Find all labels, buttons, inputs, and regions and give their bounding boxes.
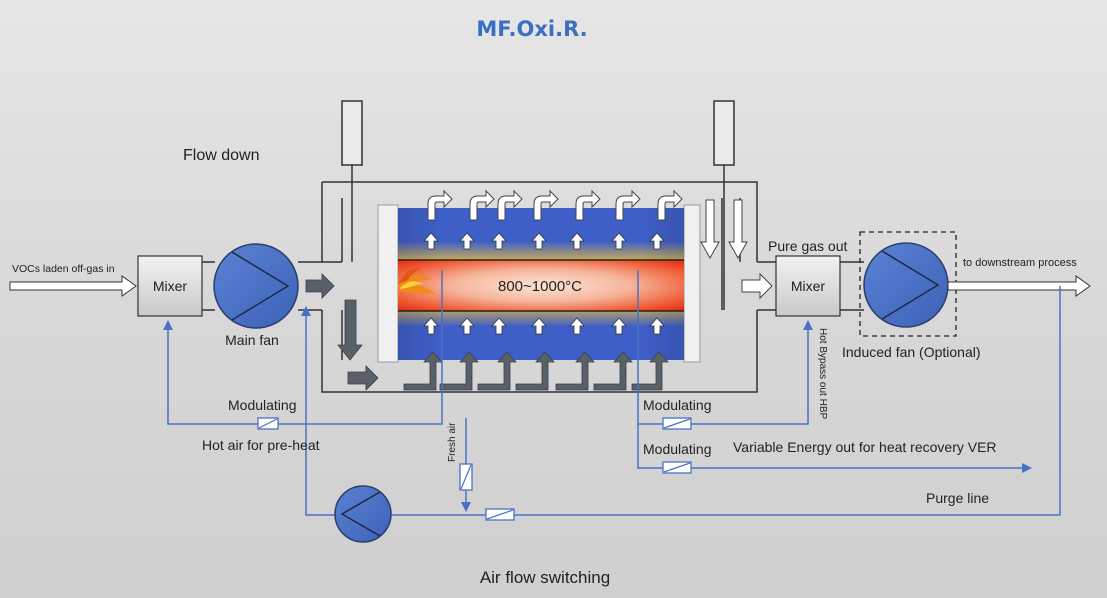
downstream-label: to downstream process bbox=[963, 257, 1077, 269]
purge-line-label: Purge line bbox=[926, 490, 989, 506]
induced-fan-label: Induced fan (Optional) bbox=[842, 344, 981, 360]
hot-air-preheat-label: Hot air for pre-heat bbox=[202, 437, 320, 453]
valve-icon[interactable] bbox=[662, 461, 692, 474]
reactor-chamber: 800~1000°C bbox=[377, 204, 701, 363]
flow-down-label: Flow down bbox=[183, 147, 259, 164]
hot-zone bbox=[398, 260, 684, 311]
flow-arrow-icon bbox=[305, 273, 379, 391]
valve-icon[interactable] bbox=[485, 508, 515, 521]
modulating-right-2-label: Modulating bbox=[643, 441, 712, 457]
fan-icon[interactable] bbox=[213, 243, 299, 329]
valve-icon[interactable] bbox=[459, 463, 473, 491]
damper-icon[interactable] bbox=[341, 100, 363, 262]
flame-icon bbox=[398, 267, 436, 294]
flow-arrow-icon bbox=[423, 232, 665, 335]
modulating-left-label: Modulating bbox=[228, 397, 297, 413]
mixer-right[interactable] bbox=[775, 255, 841, 317]
ver-label: Variable Energy out for heat recovery VE… bbox=[733, 439, 997, 455]
flow-arrow-icon bbox=[700, 199, 773, 300]
fresh-air-label: Fresh air bbox=[447, 422, 458, 462]
inlet-label: VOCs laden off-gas in bbox=[12, 263, 115, 275]
temperature-label: 800~1000°C bbox=[498, 278, 582, 295]
main-fan-label: Main fan bbox=[225, 332, 279, 348]
mixer-right-label: Mixer bbox=[791, 278, 826, 294]
air-flow-switching-label: Air flow switching bbox=[480, 568, 610, 587]
fan-icon[interactable] bbox=[863, 242, 949, 328]
page-title: MF.Oxi.R. bbox=[476, 17, 587, 41]
inlet-arrow-icon bbox=[403, 351, 669, 391]
modulating-right-1-label: Modulating bbox=[643, 397, 712, 413]
outlet-arrow-icon bbox=[427, 189, 683, 221]
valve-icon[interactable] bbox=[257, 417, 279, 430]
fan-icon[interactable] bbox=[334, 485, 392, 543]
damper-icon[interactable] bbox=[713, 100, 735, 310]
inlet-arrow-icon bbox=[9, 275, 137, 297]
hot-bypass-label: Hot Bypass out HBP bbox=[817, 328, 828, 419]
mixer-left[interactable] bbox=[137, 255, 203, 317]
mixer-left-label: Mixer bbox=[153, 278, 188, 294]
outlet-arrow-icon bbox=[947, 275, 1091, 297]
valve-icon[interactable] bbox=[662, 417, 692, 430]
pure-gas-out-label: Pure gas out bbox=[768, 238, 847, 254]
